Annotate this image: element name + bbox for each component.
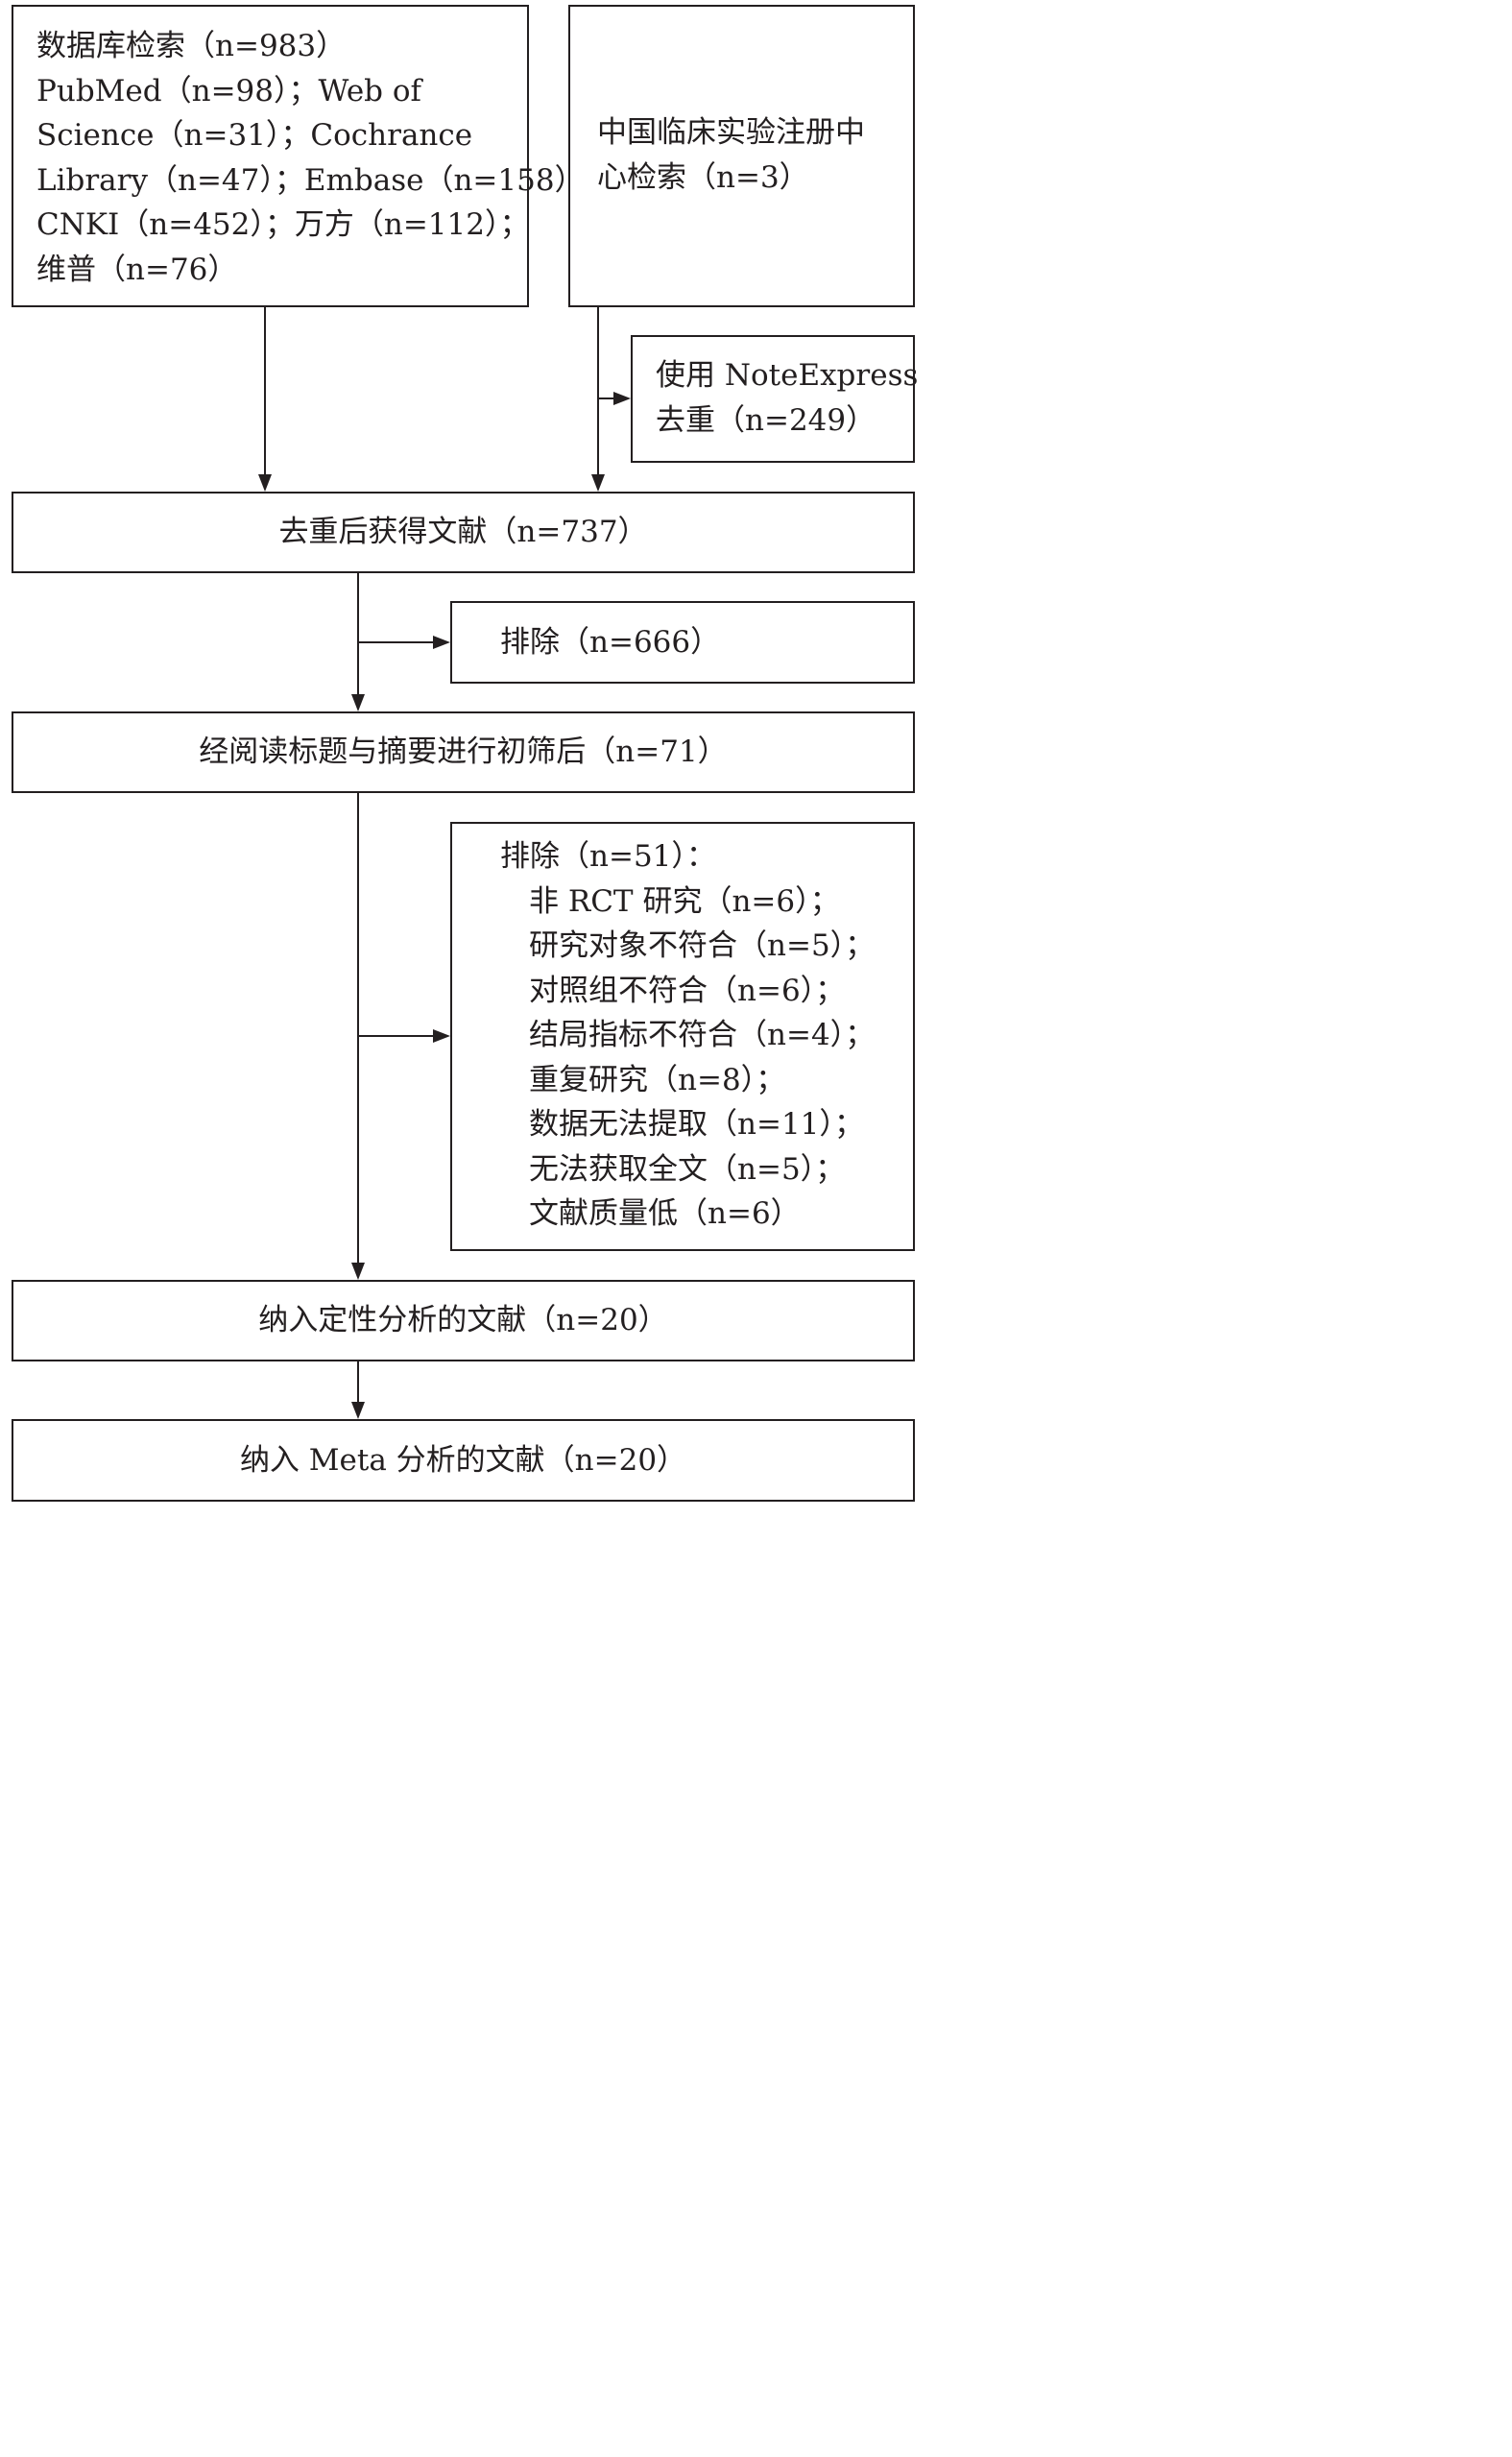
database-search-box: 数据库检索（n=983） PubMed（n=98）；Web of Science… [12,5,599,307]
exclusion-reason: 文献质量低（n=6） [529,1196,801,1231]
connector-line [597,307,599,476]
exclusion-reason: 非 RCT 研究（n=6）； [529,883,840,919]
dedup-removed-line-1: 使用 NoteExpress [656,358,919,393]
connector-line [358,1035,435,1037]
database-search-line-5: CNKI（n=452）；万方（n=112）； [36,207,530,242]
exclusion-reason: 重复研究（n=8）； [529,1062,786,1097]
dedup-removed-line-2: 去重（n=249） [656,402,876,438]
arrowhead-right [433,636,450,649]
exclusion-reason: 研究对象不符合（n=5）； [529,928,876,963]
arrowhead-down [351,694,365,711]
after-screening-box: 经阅读标题与摘要进行初筛后（n=71） [12,711,915,793]
registry-search-line-1: 中国临床实验注册中 [597,115,865,150]
database-search-line-4: Library（n=47）；Embase（n=158）； [36,162,600,198]
excluded-screening-text: 排除（n=666） [500,625,721,660]
connector-line [264,307,266,476]
connector-line [357,793,359,1265]
connector-line [357,573,359,696]
exclusion-reason: 数据无法提取（n=11）； [529,1107,864,1142]
connector-line [358,641,435,643]
qualitative-analysis-box: 纳入定性分析的文献（n=20） [12,1280,915,1361]
excluded-fulltext-box: 排除（n=51）： 非 RCT 研究（n=6）； 研究对象不符合（n=5）； 对… [450,822,915,1251]
arrowhead-down [258,474,272,492]
exclusion-reason: 无法获取全文（n=5）； [529,1151,846,1187]
after-dedup-box: 去重后获得文献（n=737） [12,492,915,573]
meta-analysis-box: 纳入 Meta 分析的文献（n=20） [12,1419,915,1502]
registry-search-box: 中国临床实验注册中 心检索（n=3） [568,5,915,307]
meta-analysis-text: 纳入 Meta 分析的文献（n=20） [239,1442,687,1478]
after-screening-text: 经阅读标题与摘要进行初筛后（n=71） [199,735,728,770]
arrowhead-down [591,474,605,492]
exclusion-reason: 结局指标不符合（n=4）； [529,1018,876,1052]
excluded-fulltext-heading: 排除（n=51）： [500,839,716,874]
excluded-screening-box: 排除（n=666） [450,601,915,684]
connector-line [357,1361,359,1404]
arrowhead-right [613,392,631,405]
database-search-line-3: Science（n=31）；Cochrance [36,118,473,153]
qualitative-analysis-text: 纳入定性分析的文献（n=20） [258,1303,668,1338]
after-dedup-text: 去重后获得文献（n=737） [278,515,648,550]
arrowhead-down [351,1402,365,1419]
dedup-removed-box: 使用 NoteExpress 去重（n=249） [631,335,919,463]
database-search-line-6: 维普（n=76） [36,252,238,287]
registry-search-line-2: 心检索（n=3） [597,159,809,195]
connector-line [598,397,615,399]
exclusion-reason: 对照组不符合（n=6）； [529,973,846,1008]
arrowhead-down [351,1263,365,1280]
database-search-line-1: 数据库检索（n=983） [36,29,347,63]
database-search-line-2: PubMed（n=98）；Web of [36,73,422,108]
arrowhead-right [433,1029,450,1043]
